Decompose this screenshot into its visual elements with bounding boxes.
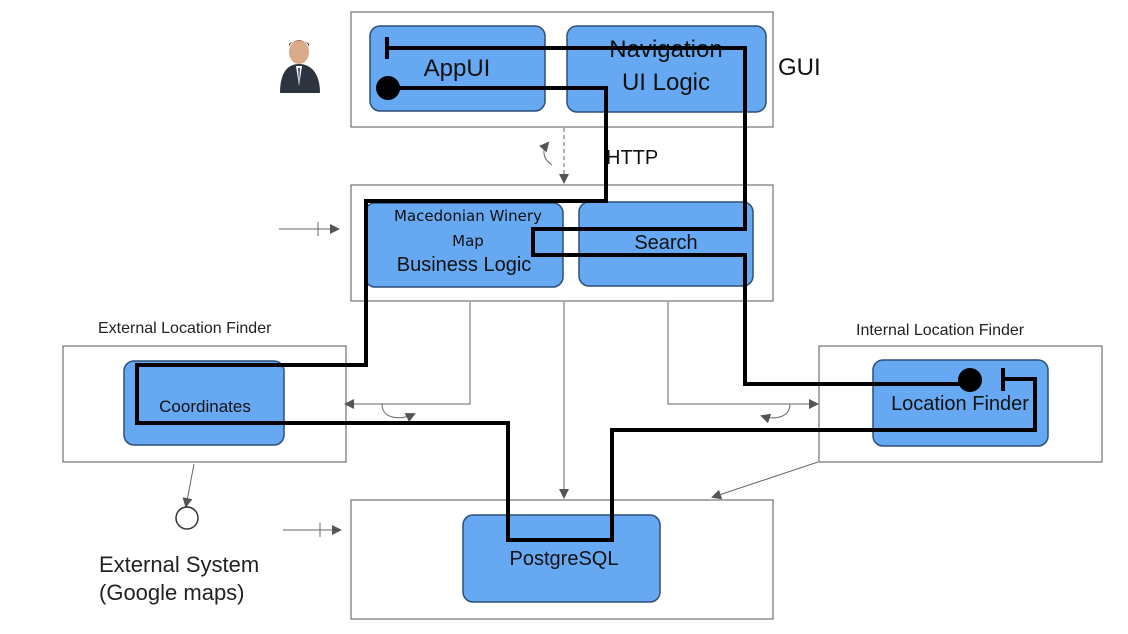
database-entry-arrow — [283, 523, 342, 537]
wire-overlay — [135, 37, 1037, 542]
wire-appui-to-location-finder — [135, 86, 1037, 542]
business-logic-label: Business Logic — [397, 254, 532, 276]
http-return-arrow — [538, 141, 553, 166]
search-label: Search — [634, 232, 697, 254]
navigation-label-line2: UI Logic — [622, 69, 710, 96]
business-entry-arrow — [279, 222, 340, 236]
coordinates-label: Coordinates — [159, 397, 251, 416]
wire-navigation-to-location-finder — [387, 46, 970, 386]
external-finder-title: External Location Finder — [98, 320, 272, 337]
http-label: HTTP — [606, 147, 658, 169]
search-box — [578, 201, 754, 287]
appui-label: AppUI — [424, 55, 491, 82]
location-finder-label: Location Finder — [891, 393, 1029, 415]
wire-start-dot-location — [958, 368, 982, 392]
user-icon — [280, 40, 320, 93]
external-system-label-line2: (Google maps) — [99, 580, 245, 605]
winery-title-line1: Macedonian Winery — [394, 207, 542, 225]
external-system-icon — [175, 506, 199, 530]
internal-finder-title: Internal Location Finder — [856, 322, 1025, 339]
winery-title-line2: Map — [452, 232, 484, 250]
external-system-label-line1: External System — [99, 552, 259, 577]
postgresql-label: PostgreSQL — [510, 548, 619, 570]
wire-start-dot-appui — [376, 76, 400, 100]
layer-connectors — [182, 302, 819, 508]
gui-label: GUI — [778, 54, 821, 81]
